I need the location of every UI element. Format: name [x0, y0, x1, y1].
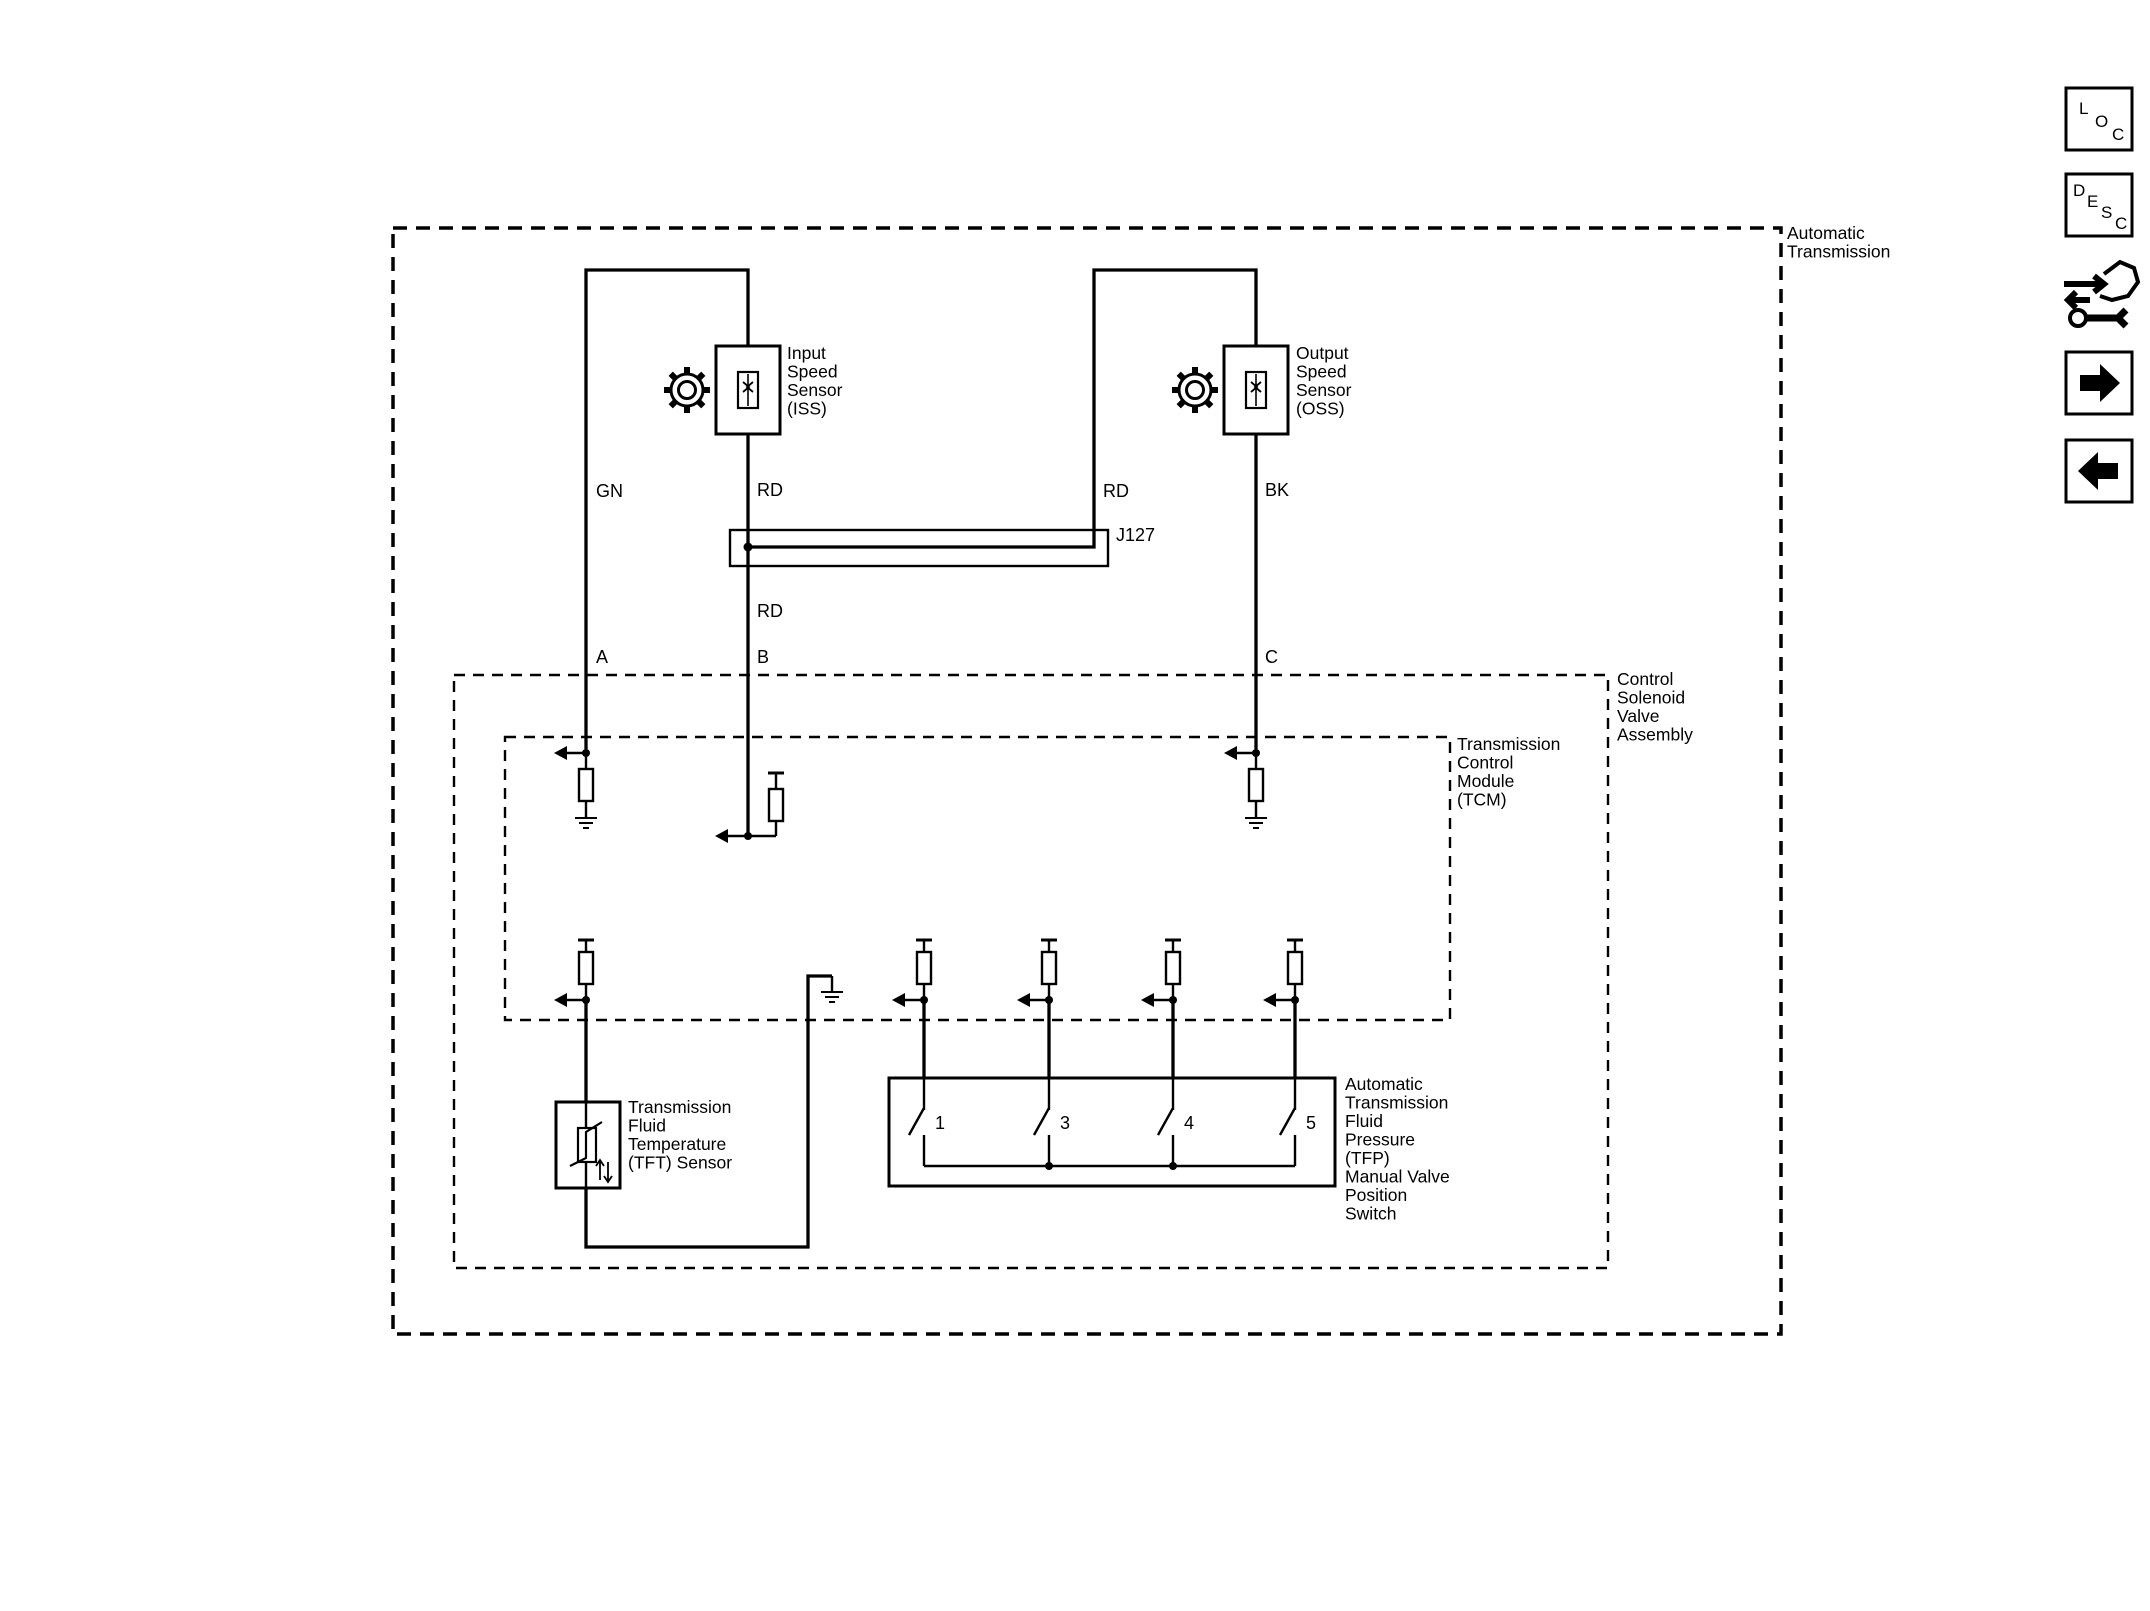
pin-a-label: A — [596, 647, 608, 667]
switch-label-3: 3 — [1060, 1113, 1070, 1133]
connector-repair-icon[interactable] — [2063, 259, 2141, 329]
left-arrow-icon — [2078, 452, 2118, 490]
desc-letter-e: E — [2087, 192, 2098, 211]
tcm-ground-icon — [821, 976, 843, 1003]
control-solenoid-valve-assembly-label: Control Solenoid Valve Assembly — [1617, 669, 1693, 745]
wire-label-bk: BK — [1265, 480, 1289, 500]
switch-label-4: 4 — [1184, 1113, 1194, 1133]
tcm-tft-circuit — [554, 938, 595, 1007]
location-button[interactable]: L O C — [2064, 86, 2134, 152]
oss-label: Output Speed Sensor (OSS) — [1296, 343, 1356, 419]
desc-letter-c: C — [2115, 214, 2127, 233]
iss-gear-icon — [664, 367, 710, 413]
control-solenoid-valve-assembly-boundary — [452, 673, 1610, 1270]
tcm-boundary — [503, 735, 1452, 1022]
desc-letter-s: S — [2101, 203, 2112, 222]
splice-node — [743, 542, 753, 552]
tcm-pin-a-circuit — [554, 746, 597, 829]
next-arrow-button[interactable] — [2064, 350, 2134, 416]
switch-label-1: 1 — [935, 1113, 945, 1133]
right-arrow-icon — [2080, 364, 2120, 402]
tcm-tfp-input-5 — [1263, 938, 1304, 1078]
tcm-label: Transmission Control Module (TCM) — [1457, 734, 1565, 810]
automatic-transmission-boundary — [391, 226, 1783, 1336]
tft-label: Transmission Fluid Temperature (TFT) Sen… — [628, 1097, 736, 1173]
rd-oss-wire — [1092, 268, 1258, 540]
loc-letter-c: C — [2112, 125, 2124, 144]
tfp-switch-assembly — [887, 1076, 1337, 1188]
tfp-switch-contacts — [907, 1078, 1297, 1170]
tcm-tfp-input-3 — [1017, 938, 1058, 1078]
input-speed-sensor — [714, 344, 782, 436]
wire-label-rd-iss: RD — [757, 480, 783, 500]
loc-letter-o: O — [2095, 112, 2108, 131]
tcm-pin-c-circuit — [1224, 746, 1267, 829]
previous-arrow-button[interactable] — [2064, 438, 2134, 504]
wire-label-rd-lower: RD — [757, 601, 783, 621]
automatic-transmission-label: Automatic Transmission — [1787, 223, 1890, 262]
tcm-tfp-input-1 — [892, 938, 933, 1078]
wire-label-gn: GN — [596, 481, 623, 501]
tfp-label: Automatic Transmission Fluid Pressure (T… — [1345, 1074, 1455, 1224]
pin-b-label: B — [757, 647, 769, 667]
desc-letter-d: D — [2073, 181, 2085, 200]
oss-gear-icon — [1172, 367, 1218, 413]
pin-c-label: C — [1265, 647, 1278, 667]
wire-label-rd-oss: RD — [1103, 481, 1129, 501]
splice-bus — [748, 540, 1096, 549]
iss-label: Input Speed Sensor (ISS) — [787, 343, 847, 419]
switch-label-5: 5 — [1306, 1113, 1316, 1133]
tft-return-wire — [584, 974, 832, 1249]
splice-j127 — [728, 528, 1110, 568]
loc-letter-l: L — [2079, 99, 2088, 118]
gn-wire — [584, 268, 750, 749]
tcm-tfp-input-4 — [1141, 938, 1182, 1078]
output-speed-sensor — [1222, 344, 1290, 436]
tcm-pin-b-circuit — [715, 771, 785, 843]
description-button[interactable]: D E S C — [2064, 172, 2134, 238]
tft-sensor — [554, 1100, 622, 1190]
splice-label: J127 — [1116, 525, 1155, 545]
